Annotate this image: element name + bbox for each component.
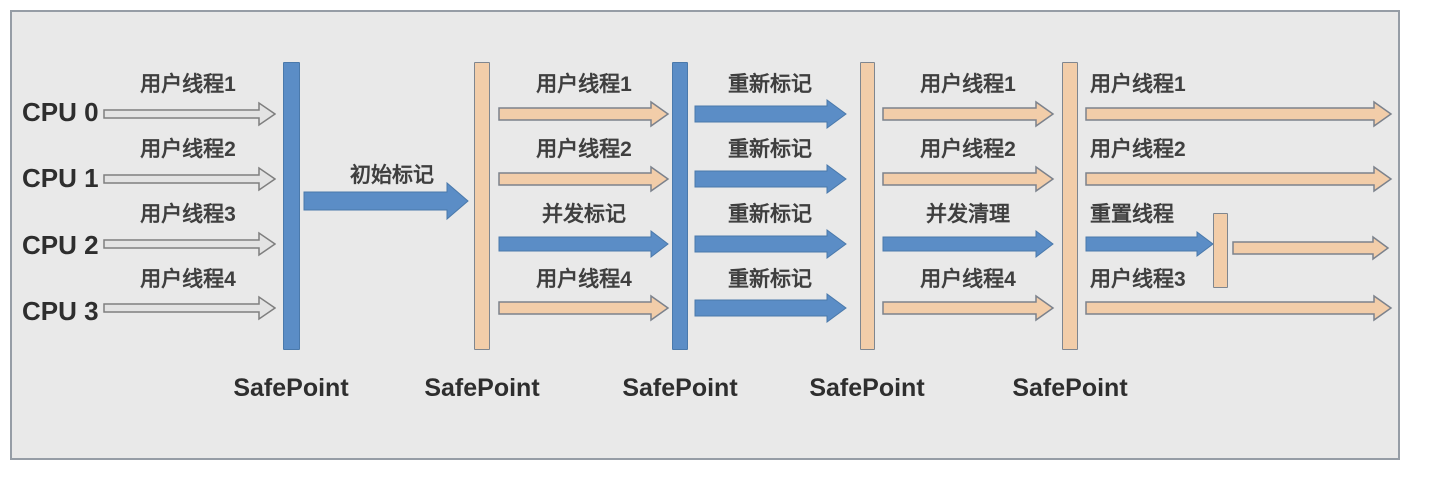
user-thread-arrow-icon [1085, 100, 1393, 128]
user-thread-arrow-icon [498, 165, 670, 193]
safepoint-label-5: SafePoint [1012, 374, 1128, 402]
remark-label: 重新标记 [728, 73, 812, 96]
remark-label: 重新标记 [728, 203, 812, 226]
initial-mark-arrow-icon [303, 181, 469, 221]
safepoint-label-2: SafePoint [424, 374, 540, 402]
phase2-row-label: 用户线程2 [536, 138, 632, 161]
safepoint-label-3: SafePoint [622, 374, 738, 402]
cpu-label-3: CPU 3 [22, 296, 99, 326]
concurrent-sweep-arrow-icon [882, 229, 1054, 259]
remark-arrow-icon [694, 99, 847, 129]
safepoint-label-4: SafePoint [809, 374, 925, 402]
user-thread-arrow-icon [882, 100, 1055, 128]
phase1-row-label: 用户线程4 [140, 268, 236, 291]
phase1-row-label: 用户线程2 [140, 138, 236, 161]
reset-threads-label: 重置线程 [1090, 203, 1174, 226]
safepoint-bar-3 [672, 62, 688, 350]
reset-threads-arrow-icon [1085, 231, 1214, 257]
user-thread-arrow-icon [1232, 235, 1390, 261]
user-thread-arrow-icon [103, 166, 276, 192]
user-thread-arrow-icon [1085, 165, 1393, 193]
phase1-row-label: 用户线程3 [140, 203, 236, 226]
phase2-row-label: 用户线程1 [536, 73, 632, 96]
user-thread-arrow-icon [882, 294, 1055, 322]
safepoint-bar-2 [474, 62, 490, 350]
initial-mark-label: 初始标记 [350, 164, 434, 187]
user-thread-arrow-icon [103, 295, 276, 321]
phase4-row-label: 用户线程2 [920, 138, 1016, 161]
cpu-label-2: CPU 2 [22, 230, 99, 260]
phase5-row-label: 用户线程1 [1090, 73, 1186, 96]
safepoint-bar-4 [860, 62, 875, 350]
user-thread-arrow-icon [103, 231, 276, 257]
safepoint-label-1: SafePoint [233, 374, 349, 402]
remark-label: 重新标记 [728, 138, 812, 161]
phase4-row-label: 用户线程4 [920, 268, 1016, 291]
user-thread-arrow-icon [498, 294, 670, 322]
reset-end-bar [1213, 213, 1228, 288]
remark-arrow-icon [694, 229, 847, 259]
phase5-row-label: 用户线程3 [1090, 268, 1186, 291]
phase5-row-label: 用户线程2 [1090, 138, 1186, 161]
concurrent-mark-arrow-icon [498, 229, 669, 259]
user-thread-arrow-icon [498, 100, 670, 128]
user-thread-arrow-icon [882, 165, 1055, 193]
user-thread-arrow-icon [103, 101, 276, 127]
cpu-label-0: CPU 0 [22, 97, 99, 127]
phase2-row-label: 用户线程4 [536, 268, 632, 291]
diagram-frame [10, 10, 1400, 460]
remark-label: 重新标记 [728, 268, 812, 291]
concurrent-mark-label: 并发标记 [542, 203, 626, 226]
remark-arrow-icon [694, 164, 847, 194]
phase4-row-label: 用户线程1 [920, 73, 1016, 96]
remark-arrow-icon [694, 293, 847, 323]
phase1-row-label: 用户线程1 [140, 73, 236, 96]
cpu-label-1: CPU 1 [22, 163, 99, 193]
safepoint-bar-5 [1062, 62, 1078, 350]
user-thread-arrow-icon [1085, 294, 1393, 322]
concurrent-sweep-label: 并发清理 [926, 203, 1010, 226]
safepoint-bar-1 [283, 62, 300, 350]
